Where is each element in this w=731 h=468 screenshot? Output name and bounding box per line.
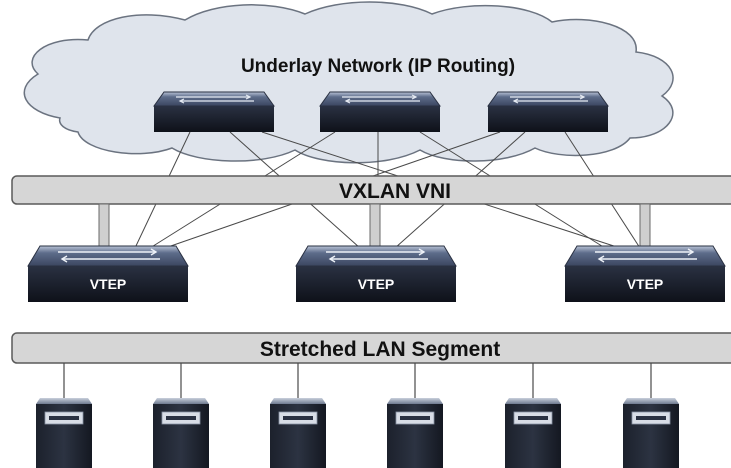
spine-switch-1 — [153, 91, 275, 132]
switch-arrows-icon — [58, 248, 160, 263]
server-drive-icon — [395, 411, 435, 425]
vtep-switch-1: VTEP — [27, 245, 189, 302]
vtep-label: VTEP — [627, 276, 664, 292]
switch-arrows-icon — [176, 94, 254, 104]
vni-connector-2 — [369, 203, 381, 249]
switch-arrows-icon — [342, 94, 420, 104]
stretched-lan-bar: Stretched LAN Segment — [11, 332, 731, 364]
server-links — [63, 363, 652, 400]
vtep-switch-2: VTEP — [295, 245, 457, 302]
server-drive-icon — [631, 411, 671, 425]
spine-switch-3 — [487, 91, 609, 132]
stretched-lan-label: Stretched LAN Segment — [260, 338, 500, 361]
vni-connector-1 — [98, 203, 110, 249]
vni-connectors — [98, 203, 651, 249]
server-drive-icon — [161, 411, 201, 425]
server-drive-icon — [513, 411, 553, 425]
switch-arrows-icon — [326, 248, 428, 263]
spine-switch-2 — [319, 91, 441, 132]
vtep-label: VTEP — [358, 276, 395, 292]
cloud-title: Underlay Network (IP Routing) — [241, 56, 515, 77]
server-drive-icon — [278, 411, 318, 425]
vni-connector-3 — [639, 203, 651, 249]
server-5 — [505, 398, 561, 468]
vxlan-vni-label: VXLAN VNI — [339, 180, 451, 203]
server-6 — [623, 398, 679, 468]
cloud-shape — [23, 1, 674, 164]
server-4 — [387, 398, 443, 468]
server-2 — [153, 398, 209, 468]
server-1 — [36, 398, 92, 468]
vtep-switch-3: VTEP — [564, 245, 726, 302]
server-drive-icon — [44, 411, 84, 425]
switch-arrows-icon — [595, 248, 697, 263]
server-3 — [270, 398, 326, 468]
vtep-label: VTEP — [90, 276, 127, 292]
switch-arrows-icon — [510, 94, 588, 104]
vxlan-vni-bar: VXLAN VNI — [11, 175, 731, 205]
underlay-cloud: Underlay Network (IP Routing) — [23, 1, 674, 164]
